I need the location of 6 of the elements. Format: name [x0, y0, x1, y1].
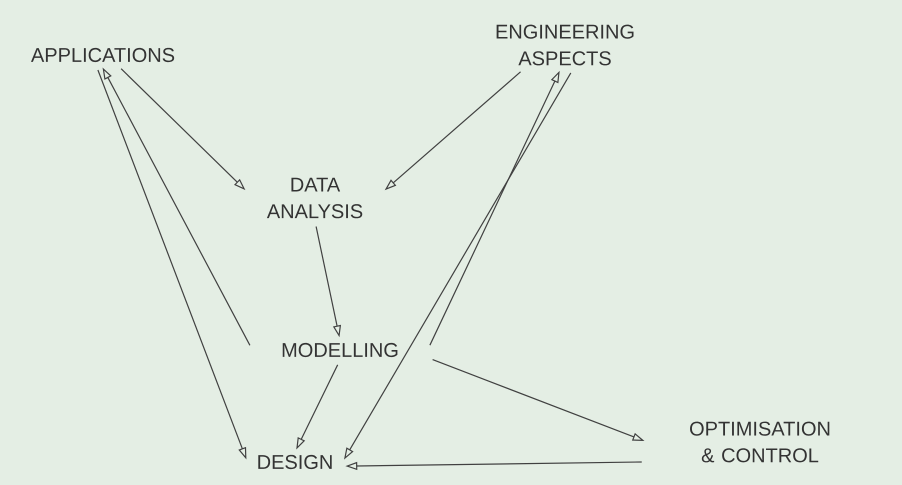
node-label: DATA ANALYSIS — [266, 178, 362, 218]
node-label: ENGINEERING ASPECTS — [496, 24, 634, 66]
node-label: MODELLING — [282, 342, 398, 358]
node-label: OPTIMISATION & CONTROL — [690, 422, 830, 462]
node-label: DESIGN — [258, 454, 332, 470]
node-label: APPLICATIONS — [30, 48, 174, 62]
